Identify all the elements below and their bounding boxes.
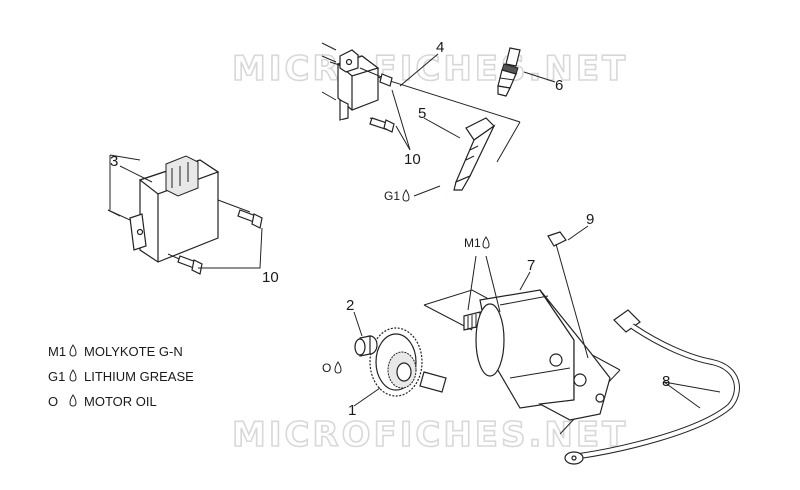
leader-lines — [119, 53, 721, 409]
coil-bolt-upper — [359, 67, 393, 87]
starter-cable — [564, 309, 740, 465]
callout-5: 5 — [418, 105, 426, 122]
starter-bolt — [547, 231, 589, 359]
callout-4: 4 — [436, 39, 444, 56]
coil-bolt-lower — [369, 117, 395, 133]
callout-7: 7 — [527, 257, 535, 274]
drop-icon — [402, 189, 410, 202]
control-unit — [107, 154, 220, 263]
legend: M1 MOLYKOTE G-N G1 LITHIUM GREASE O MOTO… — [48, 344, 194, 409]
watermark-bottom: MICROFICHES.NET — [232, 415, 628, 455]
gear-shaft — [419, 371, 447, 393]
legend-row-m1: M1 MOLYKOTE G-N — [48, 344, 183, 359]
callout-2: 2 — [346, 297, 354, 314]
g1-marker-label: G1 — [384, 189, 400, 203]
callout-9: 9 — [586, 211, 594, 228]
legend-code: M1 — [48, 344, 66, 359]
callout-3: 3 — [110, 153, 118, 170]
callout-6: 6 — [555, 77, 563, 94]
legend-text: LITHIUM GREASE — [84, 369, 194, 384]
o-marker: O — [322, 361, 342, 375]
ignition-coil — [321, 42, 521, 236]
legend-code: G1 — [48, 369, 65, 384]
legend-row-g1: G1 LITHIUM GREASE — [48, 369, 194, 384]
legend-row-o: O MOTOR OIL — [48, 394, 157, 409]
ecu-bolt-lower — [167, 253, 203, 275]
callout-10-ecu: 10 — [262, 269, 279, 286]
o-marker-label: O — [322, 361, 331, 375]
legend-text: MOLYKOTE G-N — [84, 344, 183, 359]
spark-plug — [497, 47, 521, 97]
watermark-top: MICROFICHES.NET — [232, 49, 628, 89]
drop-icon — [69, 369, 77, 382]
spark-plug-cap — [453, 117, 496, 191]
callout-10-coil: 10 — [404, 151, 421, 168]
callout-8: 8 — [662, 373, 670, 390]
legend-code: O — [48, 394, 58, 409]
starter-motor — [423, 289, 621, 435]
starter-gear — [369, 327, 423, 397]
drop-icon — [482, 236, 490, 249]
g1-marker: G1 — [384, 189, 410, 203]
drop-icon — [334, 361, 342, 374]
ecu-bolt-upper — [217, 199, 263, 229]
callout-1: 1 — [348, 402, 356, 419]
legend-text: MOTOR OIL — [84, 394, 157, 409]
m1-marker: M1 — [464, 236, 490, 250]
drop-icon — [69, 344, 77, 357]
drop-icon — [69, 394, 77, 407]
m1-marker-label: M1 — [464, 236, 481, 250]
bushing — [354, 335, 378, 357]
